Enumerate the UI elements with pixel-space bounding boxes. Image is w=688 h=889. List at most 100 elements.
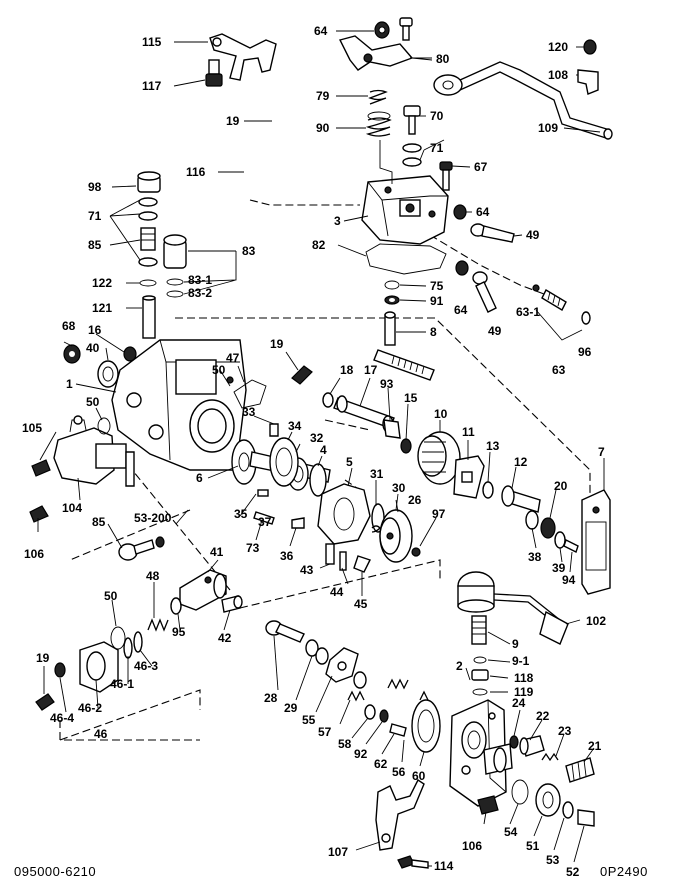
key-33 xyxy=(269,423,279,437)
label-58: 58 xyxy=(338,737,352,751)
washer-119 xyxy=(472,688,488,696)
nut-46-4 xyxy=(54,662,66,678)
gasket-82 xyxy=(365,243,447,275)
label-18: 18 xyxy=(340,363,354,377)
spring-56 xyxy=(387,678,429,701)
label-95: 95 xyxy=(172,625,186,639)
label-64: 64 xyxy=(454,303,468,317)
label-90: 90 xyxy=(316,121,330,135)
label-11: 11 xyxy=(462,425,475,439)
label-98: 98 xyxy=(88,180,102,194)
ball-97 xyxy=(411,547,421,557)
label-82: 82 xyxy=(312,238,326,252)
label-51: 51 xyxy=(526,839,540,853)
oring-54 xyxy=(511,779,529,805)
bolt-28 xyxy=(265,620,305,643)
label-80: 80 xyxy=(436,52,450,66)
nut-118 xyxy=(471,669,489,681)
label-3: 3 xyxy=(334,214,341,228)
valve-85 xyxy=(138,227,158,267)
label-63-1: 63-1 xyxy=(516,305,540,319)
washer-15 xyxy=(400,438,412,454)
label-70: 70 xyxy=(430,109,444,123)
label-9-1: 9-1 xyxy=(512,654,530,668)
drum-10 xyxy=(417,431,461,485)
label-57: 57 xyxy=(318,725,332,739)
spring-90 xyxy=(365,111,392,137)
label-42: 42 xyxy=(218,631,232,645)
label-29: 29 xyxy=(284,701,298,715)
label-23: 23 xyxy=(558,724,572,738)
label-4: 4 xyxy=(320,443,327,457)
label-115: 115 xyxy=(142,35,162,49)
screw-19-mid xyxy=(291,365,313,385)
block-11 xyxy=(453,455,485,499)
label-56: 56 xyxy=(392,765,406,779)
label-83-2: 83-2 xyxy=(188,286,212,300)
pin-36 xyxy=(291,517,305,529)
nut-68 xyxy=(63,344,81,364)
label-92: 92 xyxy=(354,747,368,761)
gasket-47 xyxy=(233,379,267,409)
label-63: 63 xyxy=(552,363,566,377)
screw-105 xyxy=(31,459,51,477)
label-62: 62 xyxy=(374,757,388,771)
clip-45 xyxy=(353,555,371,573)
bracket-115 xyxy=(209,33,277,81)
magnet-valve-104 xyxy=(53,415,135,487)
ring-46-1 xyxy=(123,637,133,659)
leader-63 xyxy=(535,309,583,341)
label-60: 60 xyxy=(412,769,426,783)
label-50: 50 xyxy=(104,589,118,603)
label-94: 94 xyxy=(562,573,576,587)
cover-46-2 xyxy=(79,641,119,693)
label-46-2: 46-2 xyxy=(78,701,102,715)
bolt-70 xyxy=(403,105,421,135)
head-2 xyxy=(449,699,507,807)
label-41: 41 xyxy=(210,545,224,559)
washer-91 xyxy=(384,295,400,305)
screw-73 xyxy=(253,511,275,525)
label-10: 10 xyxy=(434,407,448,421)
label-53: 53 xyxy=(546,853,560,867)
label-64: 64 xyxy=(314,24,328,38)
nut-20 xyxy=(540,517,556,539)
label-9: 9 xyxy=(512,637,519,651)
label-118: 118 xyxy=(514,671,534,685)
nut-16 xyxy=(123,346,137,362)
seal-24 xyxy=(509,735,519,749)
label-46-1: 46-1 xyxy=(110,677,134,691)
label-71: 71 xyxy=(430,141,444,155)
label-96: 96 xyxy=(578,345,592,359)
label-40: 40 xyxy=(86,341,100,355)
label-97: 97 xyxy=(432,507,446,521)
label-50: 50 xyxy=(86,395,100,409)
screw-94 xyxy=(563,539,579,553)
oring-9-1 xyxy=(473,656,487,664)
label-109: 109 xyxy=(538,121,558,135)
oring-50-lower xyxy=(110,626,126,650)
label-2: 2 xyxy=(456,659,463,673)
washer-29 xyxy=(305,639,329,665)
label-119: 119 xyxy=(514,685,534,699)
sleeve-12 xyxy=(501,485,541,513)
pin-62 xyxy=(389,723,407,737)
label-46-3: 46-3 xyxy=(134,659,158,673)
label-85: 85 xyxy=(92,515,106,529)
label-22: 22 xyxy=(536,709,550,723)
label-38: 38 xyxy=(528,550,542,564)
label-55: 55 xyxy=(302,713,316,727)
leader-53-200 xyxy=(175,509,189,525)
label-35: 35 xyxy=(234,507,248,521)
label-28: 28 xyxy=(264,691,278,705)
label-6: 6 xyxy=(196,471,203,485)
label-33: 33 xyxy=(242,405,256,419)
oring-75 xyxy=(384,280,400,290)
connector-9 xyxy=(471,615,487,645)
label-15: 15 xyxy=(404,391,418,405)
label-104: 104 xyxy=(62,501,82,515)
gear-32 xyxy=(269,437,299,487)
washers-71 xyxy=(138,197,158,221)
label-19: 19 xyxy=(270,337,284,351)
